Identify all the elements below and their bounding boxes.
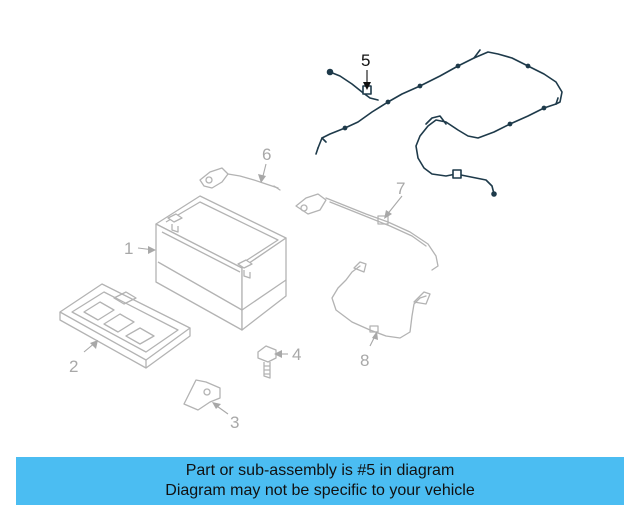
hold-down-bracket-part-3[interactable] [183, 379, 221, 411]
ground-cable-part-8[interactable] [331, 261, 431, 339]
callout-8: 8 [360, 351, 369, 370]
positive-cable-part-7[interactable] [295, 193, 439, 271]
terminal-cable-part-6[interactable] [199, 167, 281, 191]
callout-2: 2 [69, 357, 78, 376]
banner-line-disclaimer: Diagram may not be specific to your vehi… [165, 482, 475, 499]
bolt-part-4[interactable] [257, 345, 277, 379]
callout-1: 1 [124, 239, 133, 258]
battery-tray-part-2[interactable] [59, 283, 191, 369]
callout-3: 3 [230, 413, 239, 432]
callout-6: 6 [262, 145, 271, 164]
leader-arrowheads [90, 82, 392, 409]
battery-part-1[interactable] [155, 195, 287, 331]
callout-7: 7 [396, 179, 405, 198]
banner-line-part-info: Part or sub-assembly is #5 in diagram [185, 462, 455, 479]
callout-4: 4 [292, 345, 301, 364]
info-banner: Part or sub-assembly is #5 in diagram Di… [16, 457, 624, 505]
parts-diagram: 1 2 3 4 5 6 7 8 [59, 49, 563, 432]
callout-5: 5 [361, 51, 370, 70]
wiring-harness-part-5[interactable] [315, 49, 563, 197]
